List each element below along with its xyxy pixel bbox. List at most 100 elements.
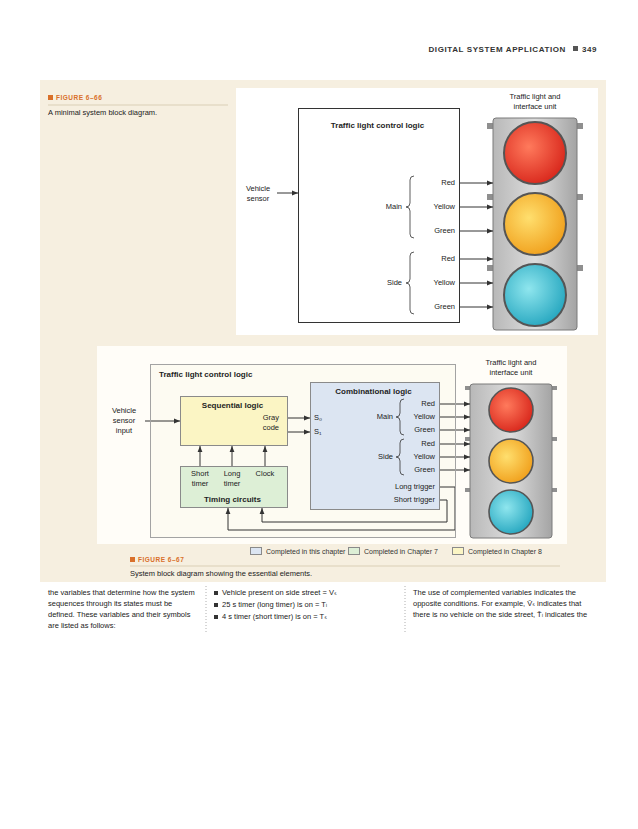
brace [406,176,414,238]
signal-line [265,446,266,466]
traffic-light-unit: Traffic light and interface unit [470,358,552,540]
traffic-light-housing [470,384,552,538]
lamp-tab [577,194,583,200]
signal-line [460,259,493,260]
legend-text: Completed in this chapter [266,548,345,555]
legend-entry: Completed in Chapter 7 [348,547,438,557]
red-lamp [489,388,533,432]
signal-line [460,307,493,308]
yellow-lamp [489,439,533,483]
signal-line [228,487,455,530]
signal-label: Red [395,178,455,187]
signal-line [232,446,233,466]
figure-panel [97,346,567,544]
signal-label: Short trigger [375,495,435,504]
input-label: Vehicle sensor [241,184,275,204]
green-lamp [489,490,533,534]
signal-label: Yellow [395,278,455,287]
sequential-logic-box: Sequential logicGray code [180,396,288,446]
signal-label: Red [375,399,435,408]
brace [406,252,414,314]
signal-line [440,444,470,445]
caption-rule [48,105,228,106]
signal-line [460,283,493,284]
list-item: 4 s timer (short timer) is on = Tₛ [222,612,400,623]
signal-label: Green [395,302,455,311]
signal-label: Clock [250,469,280,479]
page-number: 349 [582,45,606,55]
box-title: Combinational logic [311,387,436,397]
legend-text: Completed in Chapter 8 [468,548,542,555]
group-label: Side [353,452,393,461]
signal-label: Short timer [185,469,215,489]
lamp-tab [487,265,493,271]
box-title: Traffic light control logic [299,121,456,131]
lamp-tab [465,437,470,441]
figure-number: FIGURE 6–66 [56,94,226,102]
list-bullet [214,603,218,607]
body-text: The use of complemented variables indica… [413,588,595,621]
signal-label: Green [395,226,455,235]
signal-line [440,404,470,405]
signal-label: Yellow [375,412,435,421]
lamp-tab [552,437,557,441]
brace [396,399,404,435]
signal-label: Red [395,254,455,263]
figure-marker [48,95,53,100]
box-fill [180,396,288,446]
signal-line [460,231,493,232]
signal-label: Green [375,465,435,474]
signal-line [288,432,310,433]
lamp-tab [577,265,583,271]
brace [396,439,404,475]
box-fill [310,382,440,510]
legend-swatch [250,547,262,555]
signal-label: Long timer [217,469,247,489]
lamp-tab [487,194,493,200]
column-rule [405,586,406,634]
red-lamp [504,122,566,184]
legend-entry: Completed in this chapter [250,547,345,557]
column-rule [206,586,207,634]
legend-swatch [348,547,360,555]
box-note: Gray code [255,413,279,433]
running-head: DIGITAL SYSTEM APPLICATION [330,45,566,55]
figure-caption: A minimal system block diagram. [48,108,233,117]
box-fill [180,466,288,508]
legend-text: Completed in Chapter 7 [364,548,438,555]
list-item: 25 s timer (long timer) is on = Tₗ [222,600,400,611]
legend-entry: Completed in Chapter 8 [452,547,542,557]
traffic-light-housing [493,118,577,330]
group-label: Side [362,278,402,287]
group-label: Main [362,202,402,211]
legend-swatch [452,547,464,555]
lamp-tab [465,488,470,492]
box-title: Timing circuits [181,495,284,505]
signal-label: Green [375,425,435,434]
lamp-tab [465,386,470,390]
box-title: Traffic light control logic [159,370,359,380]
signal-label: Yellow [395,202,455,211]
figure-caption: System block diagram showing the essenti… [130,569,450,578]
signal-line [440,470,470,471]
list-bullet [214,615,218,619]
box-fill [150,364,456,538]
figure-ground [40,80,606,582]
figure-panel [236,88,598,335]
lamp-tab [577,123,583,129]
signal-line [440,457,470,458]
traffic-light-unit: Traffic light and interface unit [493,92,577,330]
yellow-lamp [504,193,566,255]
control-logic-region: Traffic light control logicSequential lo… [150,364,456,538]
sensor-input-arrow [277,193,298,194]
figure-number: FIGURE 6–67 [138,556,338,564]
box-title: Traffic light and interface unit [480,358,542,378]
signal-line [460,207,493,208]
box-title: Sequential logic [181,401,284,411]
body-text: the variables that determine how the sys… [48,588,200,632]
signal-line [200,446,201,466]
signal-label: Red [375,439,435,448]
signal-label: S₀ [314,413,374,422]
figure-marker [130,557,135,562]
input-label: Vehicle sensor input [106,406,142,435]
